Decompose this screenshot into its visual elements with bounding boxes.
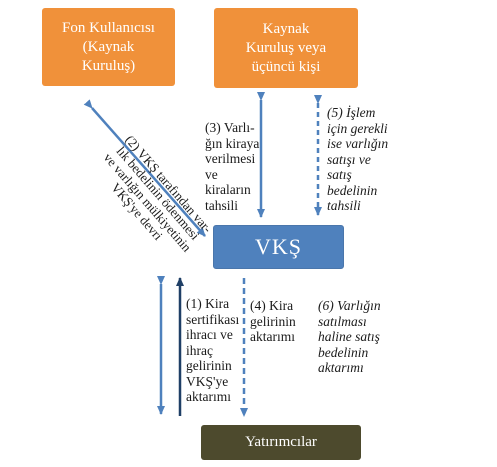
node-yatirimcilar-text: Yatırımcılar bbox=[245, 434, 317, 450]
label-step6: (6) Varlığın satılması haline satış bede… bbox=[318, 298, 381, 375]
label-step5: (5) İşlem için gerekli ise varlığın satı… bbox=[327, 105, 389, 213]
label-step3: (3) Varlı- ğın kiraya verilmesi ve kiral… bbox=[205, 120, 260, 213]
node-kaynak-kurulus: Kaynak Kuruluş veya üçüncü kişi bbox=[214, 8, 358, 88]
label-step4: (4) Kira gelirinin aktarımı bbox=[250, 298, 296, 344]
node-vks: VKŞ bbox=[213, 225, 344, 269]
arrow-step2 bbox=[83, 99, 206, 237]
node-yatirimcilar: Yatırımcılar bbox=[201, 425, 361, 460]
node-vks-text: VKŞ bbox=[254, 234, 302, 259]
node-kaynak-kurulus-text: Kaynak Kuruluş veya üçüncü kişi bbox=[245, 20, 327, 75]
node-fon-kullanicisi: Fon Kullanıcısı (Kaynak Kuruluş) bbox=[42, 8, 175, 86]
label-step1: (1) Kira sertifikası ihracı ve ihraç gel… bbox=[186, 296, 240, 404]
node-fon-kullanicisi-text: Fon Kullanıcısı (Kaynak Kuruluş) bbox=[62, 19, 155, 74]
